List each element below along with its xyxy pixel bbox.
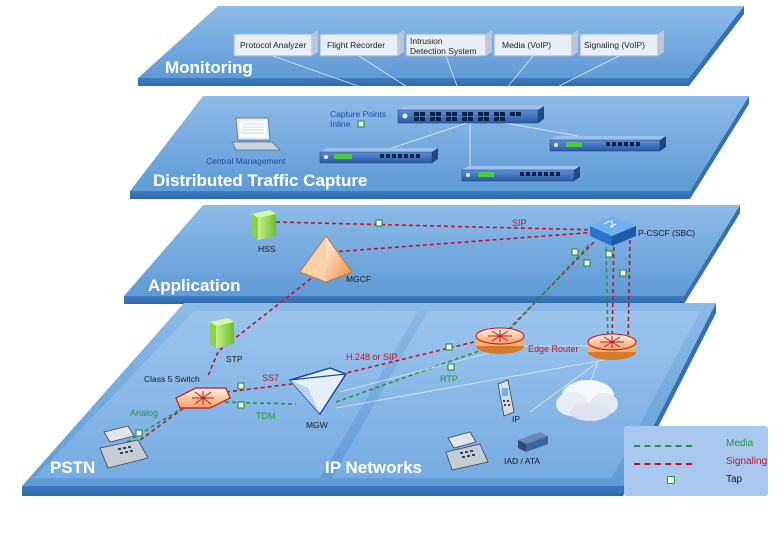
mgw-node[interactable]	[288, 367, 348, 416]
media-voip-box[interactable]: Media (VoIP)	[493, 30, 578, 57]
signaling-voip-box[interactable]: Signaling (VoIP)	[579, 30, 664, 57]
ss7-link-label: SS7	[262, 373, 279, 383]
capture-switch-main[interactable]	[397, 106, 544, 124]
capture-layer-title: Distributed Traffic Capture	[153, 171, 367, 190]
capture-points-label: Capture Points	[330, 109, 386, 119]
monitoring-layer-title: Monitoring	[165, 58, 253, 77]
stp-label: STP	[226, 354, 243, 364]
central-management-label: Central Management	[206, 156, 286, 166]
legend-media-label: Media	[726, 438, 754, 449]
h248-link-label: H.248 or SIP	[346, 352, 398, 362]
tdm-link-label: TDM	[256, 411, 276, 421]
ip-phone-icon[interactable]	[497, 379, 515, 417]
flight-recorder-box[interactable]: Flight Recorder	[319, 30, 404, 57]
flight-recorder-label: Flight Recorder	[327, 40, 385, 50]
iad-ata-label: IAD / ATA	[504, 456, 540, 466]
signaling-links	[131, 221, 631, 447]
legend-tap-row: Tap	[634, 474, 764, 488]
protocol-analyzer-box[interactable]: Protocol Analyzer	[233, 30, 318, 57]
legend-tap-label: Tap	[726, 474, 743, 485]
legend-signaling-label: Signaling	[726, 456, 768, 467]
edge-router-left[interactable]	[475, 327, 525, 354]
ids-label-line1: Intrusion	[410, 36, 443, 46]
sip-link-label: SIP	[512, 218, 527, 228]
pstn-phone-icon[interactable]	[99, 425, 149, 469]
legend-media-row: Media	[634, 438, 764, 452]
mgcf-label: MGCF	[346, 274, 371, 284]
pcscf-node[interactable]	[590, 216, 636, 246]
pcscf-label: P-CSCF (SBC)	[638, 228, 695, 238]
tap-icon	[357, 120, 365, 128]
capture-inline-label: Inline	[330, 119, 351, 129]
links	[123, 221, 631, 447]
protocol-analyzer-label: Protocol Analyzer	[240, 40, 306, 50]
mgcf-node[interactable]	[299, 235, 353, 283]
capture-appliance-bottom[interactable]	[461, 166, 580, 182]
central-management-laptop[interactable]	[231, 117, 281, 151]
capture-appliance-right[interactable]	[549, 136, 666, 152]
ids-box[interactable]: Intrusion Detection System	[405, 30, 492, 57]
legend: Media Signaling Tap	[624, 426, 768, 496]
mgw-label: MGW	[306, 420, 328, 430]
media-line-swatch	[634, 445, 692, 447]
legend-signaling-row: Signaling	[634, 456, 768, 470]
ip-phone-label: IP	[512, 414, 520, 424]
class5-label: Class 5 Switch	[144, 374, 200, 384]
iad-ata-node[interactable]	[518, 432, 548, 452]
ip-desk-phone-icon[interactable]	[445, 431, 489, 471]
hss-node[interactable]	[252, 210, 276, 240]
analog-link-label: Analog	[130, 408, 158, 418]
edge-router-label: Edge Router	[528, 344, 579, 354]
monitoring-tools: Protocol Analyzer Flight Recorder Intrus…	[233, 30, 664, 57]
tap-points	[135, 219, 627, 437]
ids-label-line2: Detection System	[410, 46, 477, 56]
stp-node[interactable]	[210, 318, 234, 348]
ip-networks-layer-title: IP Networks	[325, 458, 422, 477]
media-voip-label: Media (VoIP)	[502, 40, 551, 50]
application-layer-title: Application	[148, 276, 241, 295]
capture-appliance-left[interactable]	[319, 148, 438, 164]
hss-label: HSS	[258, 244, 276, 254]
rtp-link-label: RTP	[440, 374, 458, 384]
class5-switch-node[interactable]	[175, 387, 231, 409]
signaling-voip-label: Signaling (VoIP)	[584, 40, 645, 50]
pstn-layer-title: PSTN	[50, 458, 95, 477]
capture-plane	[130, 96, 749, 199]
tap-icon	[667, 476, 675, 484]
internet-cloud-icon	[556, 380, 618, 421]
application-plane	[124, 205, 740, 304]
edge-router-right[interactable]	[587, 333, 637, 360]
signaling-line-swatch	[634, 463, 692, 465]
